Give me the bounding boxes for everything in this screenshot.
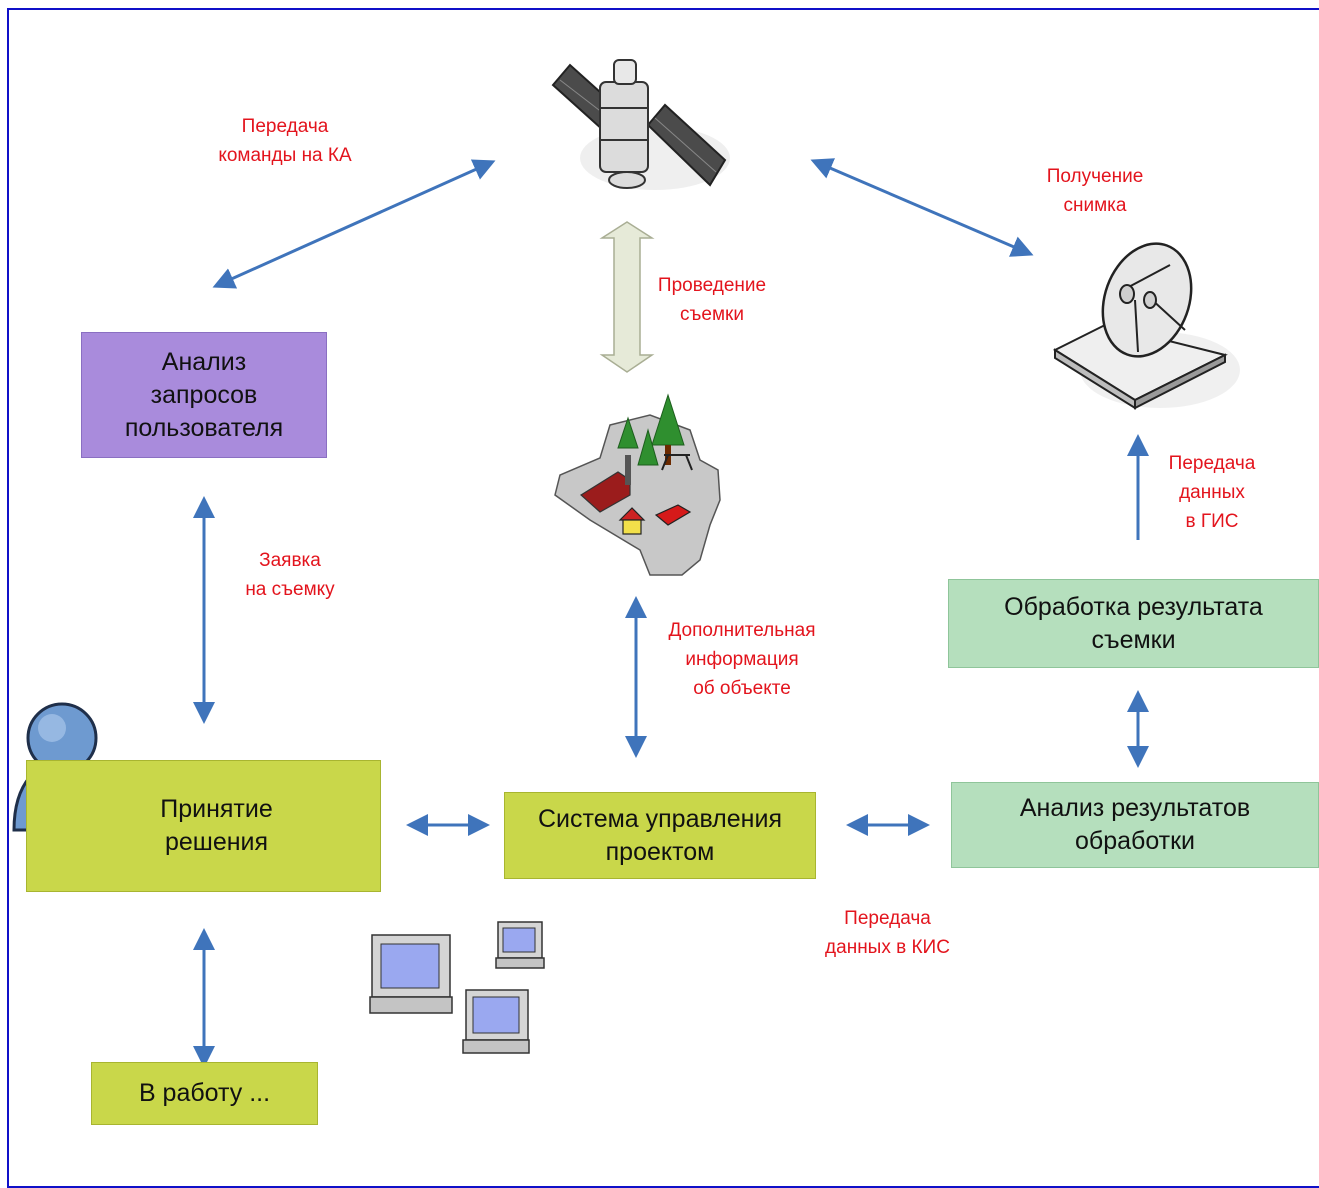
decision-box: Принятие решения — [26, 760, 381, 892]
label-extra-info: Дополнительная информация об объекте — [668, 620, 816, 699]
label-to-kis: Передача данных в КИС — [825, 908, 950, 958]
survey-arrow — [599, 221, 655, 373]
project-management-text: Система управления проектом — [538, 804, 782, 866]
analysis-results-text: Анализ результатов обработки — [1019, 794, 1251, 855]
project-management-box: Система управления проектом — [504, 792, 816, 879]
label-get-image: Получение снимка — [1046, 166, 1144, 216]
processing-text: Обработка результата съемки — [1004, 592, 1263, 654]
label-to-gis: Передача данных в ГИС — [1168, 453, 1256, 532]
computers-icon — [369, 921, 545, 1054]
label-request: Заявка на съемку — [245, 550, 335, 600]
connectors-layer — [12, 59, 1240, 1068]
to-work-box: В работу ... — [91, 1062, 318, 1125]
label-command-to-spacecraft: Передача команды на КА — [218, 116, 352, 166]
arrow-requests-satellite — [212, 159, 496, 289]
decision-text: Принятие решения — [160, 795, 273, 856]
to-work-text: В работу ... — [138, 1079, 271, 1107]
terrain-map-icon — [554, 393, 721, 576]
analysis-results-box: Анализ результатов обработки — [951, 782, 1319, 868]
diagram-canvas: Анализ запросов пользователя Принятие ре… — [7, 8, 1319, 1188]
analysis-requests-text: Анализ запросов пользователя — [124, 347, 284, 442]
label-survey: Проведение съемки — [657, 275, 767, 325]
satellite-icon — [551, 59, 730, 190]
processing-box: Обработка результата съемки — [948, 579, 1319, 668]
arrow-satellite-antenna — [810, 158, 1034, 257]
analysis-requests-box: Анализ запросов пользователя — [81, 332, 327, 458]
dish-antenna-icon — [1052, 242, 1240, 410]
